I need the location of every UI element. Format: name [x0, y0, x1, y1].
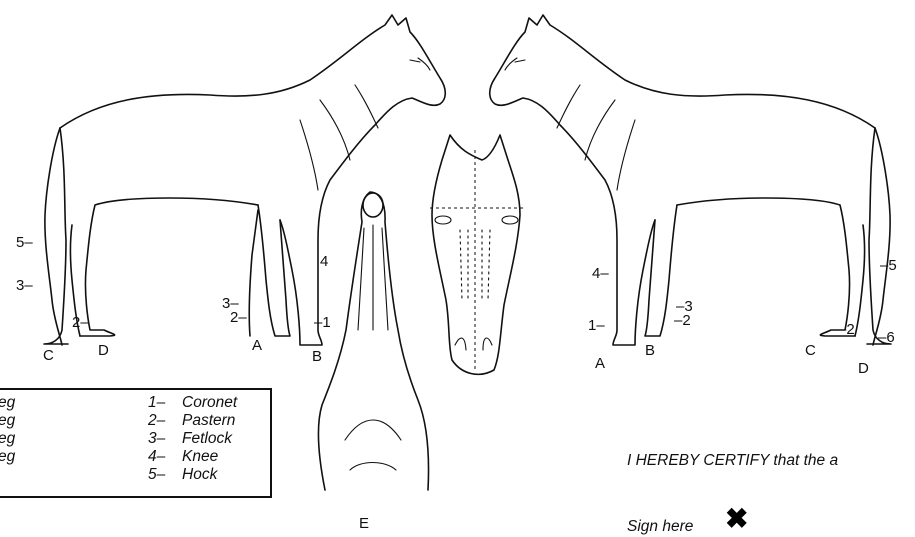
legend-part-name-2: Pastern [182, 412, 235, 430]
sign-here-label: Sign here [627, 518, 693, 536]
legend-part-name-3: Fetlock [182, 430, 232, 448]
head-underside-view [318, 192, 428, 490]
legend-leg-1: eg [0, 394, 15, 412]
left-horse-outline [44, 15, 445, 345]
head-front-view [430, 135, 525, 374]
legend-leg-2: eg [0, 412, 15, 430]
left-part-number-4: 4 [320, 253, 328, 270]
legend-leg-3: eg [0, 430, 15, 448]
right-part-number-5: –5 [880, 257, 897, 274]
right-part-number-2: –2 [674, 312, 691, 329]
left-part-number-5: 5– [16, 234, 33, 251]
legend-part-num-1: 1– [148, 394, 165, 412]
left-leg-label-a: A [252, 337, 262, 354]
certify-text: I HEREBY CERTIFY that the a [627, 452, 838, 470]
left-part-number-1: –1 [314, 314, 331, 331]
legend-part-num-4: 4– [148, 448, 165, 466]
left-leg-label-b: B [312, 348, 322, 365]
legend-part-num-5: 5– [148, 466, 165, 484]
left-leg-label-d: D [98, 342, 109, 359]
left-front-number-2: 2– [230, 309, 247, 326]
right-horse-outline [490, 15, 891, 345]
right-hind-number-2: –2 [838, 321, 855, 338]
right-leg-label-a: A [595, 355, 605, 372]
left-part-number-3: 3– [16, 277, 33, 294]
legend-box: eg eg eg eg 1– Coronet 2– Pastern 3– Fet… [0, 388, 272, 498]
legend-part-name-4: Knee [182, 448, 218, 466]
signature-x-icon[interactable]: ✖ [725, 505, 748, 533]
right-leg-label-d: D [858, 360, 869, 377]
right-part-number-1: 1– [588, 317, 605, 334]
legend-part-num-2: 2– [148, 412, 165, 430]
legend-part-name-5: Hock [182, 466, 217, 484]
right-leg-label-c: C [805, 342, 816, 359]
right-part-number-6: –6 [878, 329, 895, 346]
legend-part-num-3: 3– [148, 430, 165, 448]
right-leg-label-b: B [645, 342, 655, 359]
legend-part-name-1: Coronet [182, 394, 237, 412]
left-part-number-2: 2– [72, 314, 89, 331]
right-part-number-4: 4– [592, 265, 609, 282]
underside-label-e: E [359, 515, 369, 532]
legend-leg-4: eg [0, 448, 15, 466]
left-leg-label-c: C [43, 347, 54, 364]
